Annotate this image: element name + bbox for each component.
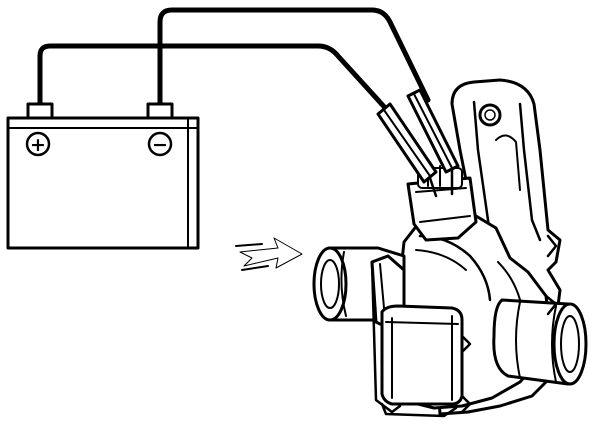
battery-icon: + − [6, 102, 200, 250]
positive-symbol-circle [25, 131, 51, 157]
bracket-hole [478, 103, 502, 127]
coil-box [380, 304, 464, 406]
test-lead-icon [376, 88, 460, 198]
negative-wire [157, 7, 431, 111]
positive-terminal [26, 102, 54, 120]
test-wires [37, 7, 431, 125]
solenoid-valve-icon [312, 78, 588, 418]
negative-terminal [146, 102, 174, 120]
negative-symbol-circle [147, 131, 173, 157]
negative-symbol: − [152, 134, 168, 156]
positive-symbol: + [30, 134, 46, 156]
arrow-right-icon [235, 237, 303, 271]
electrical-connector [406, 176, 478, 242]
positive-wire [37, 43, 401, 125]
